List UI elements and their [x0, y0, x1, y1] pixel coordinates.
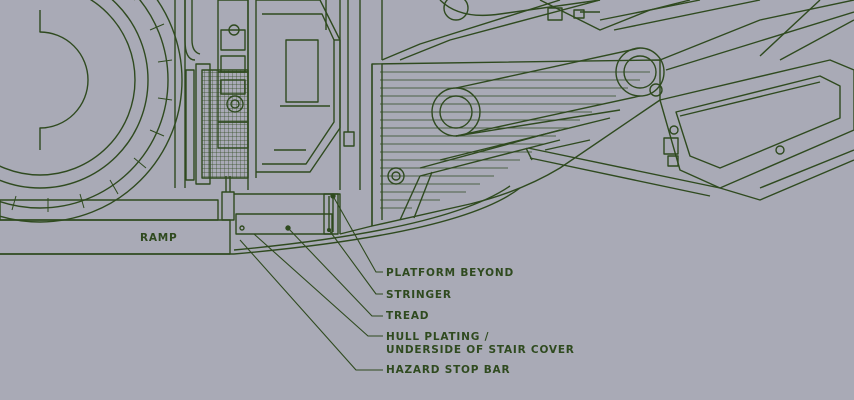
hull-block — [256, 0, 341, 173]
gear-strut — [174, 0, 257, 190]
callout-hull-plating: HULL PLATING / — [386, 331, 490, 343]
ramp — [0, 199, 234, 255]
callout-platform-beyond: PLATFORM BEYOND — [386, 267, 514, 279]
callout-tread: TREAD — [386, 310, 430, 322]
ramp-label: RAMP — [140, 232, 178, 244]
stair-assembly — [221, 176, 521, 255]
stair-tread — [235, 213, 333, 235]
callout-hazard-stop-bar: HAZARD STOP BAR — [386, 364, 511, 376]
bulkhead — [339, 0, 383, 190]
callout-leaders — [239, 193, 383, 371]
platform-beyond — [371, 59, 661, 227]
hull-plating — [233, 187, 521, 255]
control-housing — [659, 0, 854, 201]
landing-wheel — [0, 0, 183, 223]
callout-underside-stair-cover: UNDERSIDE OF STAIR COVER — [386, 344, 575, 356]
upper-hull — [381, 0, 854, 71]
hydraulic-arm — [399, 47, 665, 221]
callout-stringer: STRINGER — [386, 289, 452, 301]
stair-cover — [525, 139, 721, 197]
